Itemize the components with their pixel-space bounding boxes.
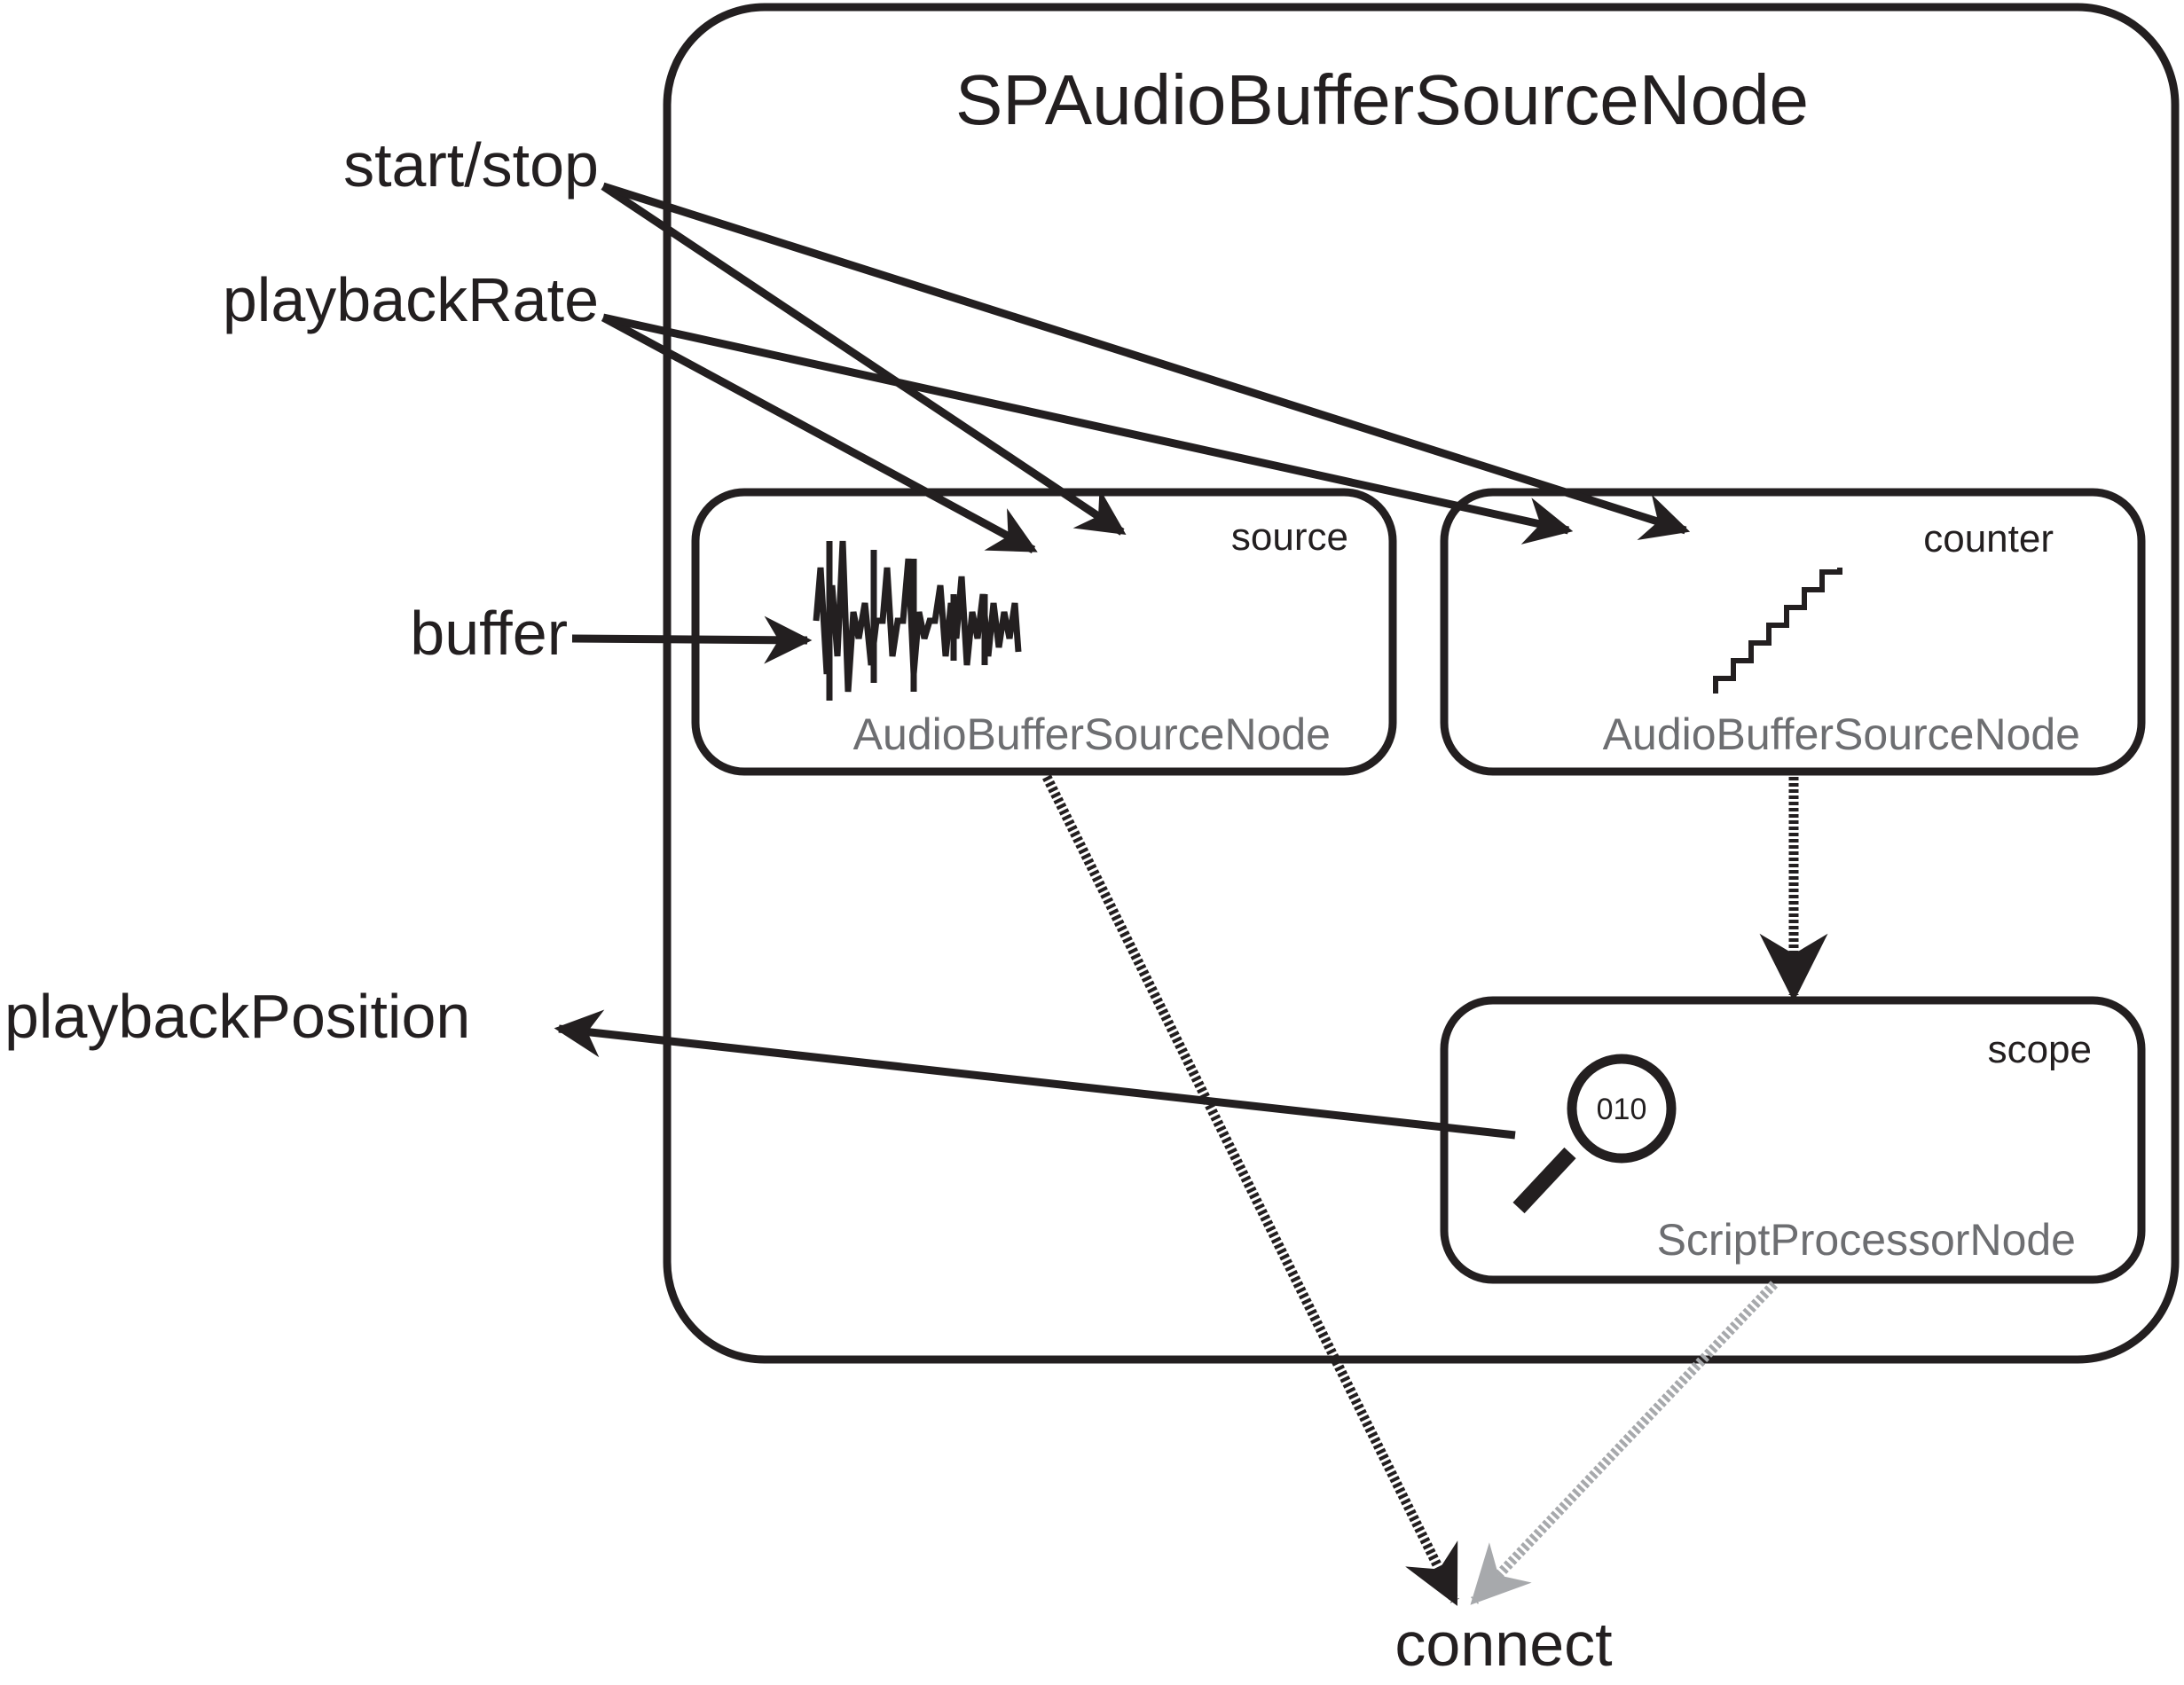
staircase-icon [1713,568,1842,694]
source-node-type: AudioBufferSourceNode [853,709,1331,759]
playback-rate-to-source-arrow [601,314,1038,553]
playback-rate-label: playbackRate [223,265,599,334]
outer-node-title: SPAudioBufferSourceNode [955,60,1809,139]
buffer-label: buffer [410,599,568,668]
playback-rate-to-counter-arrow [602,313,1574,545]
scope-to-connect-connection [1470,1281,1778,1605]
counter-node-type: AudioBufferSourceNode [1603,709,2080,759]
source-node-name: source [1231,515,1348,559]
start-stop-to-source-arrow [601,183,1127,536]
scope-node: scope ScriptProcessorNode 010 [1440,996,2146,1284]
start-stop-label: start/stop [343,130,599,200]
start-stop-to-counter-arrow [601,182,1691,541]
outer-node-box [663,3,2180,1364]
waveform-icon [813,540,1022,701]
source-to-connect-connection [1042,774,1459,1606]
playback-position-label: playbackPosition [4,982,470,1051]
counter-node: counter AudioBufferSourceNode [1440,488,2146,776]
scope-node-name: scope [1988,1028,2092,1071]
scope-to-playback-position-arrow [554,1009,1516,1140]
connect-label: connect [1394,1610,1612,1679]
scope-node-type: ScriptProcessorNode [1657,1215,2076,1265]
counter-node-name: counter [1923,517,2054,560]
source-node: source AudioBufferSourceNode [691,488,1397,776]
buffer-to-source-arrow [571,615,813,664]
scope-readout: 010 [1597,1093,1647,1126]
magnifier-icon: 010 [1512,1054,1677,1214]
